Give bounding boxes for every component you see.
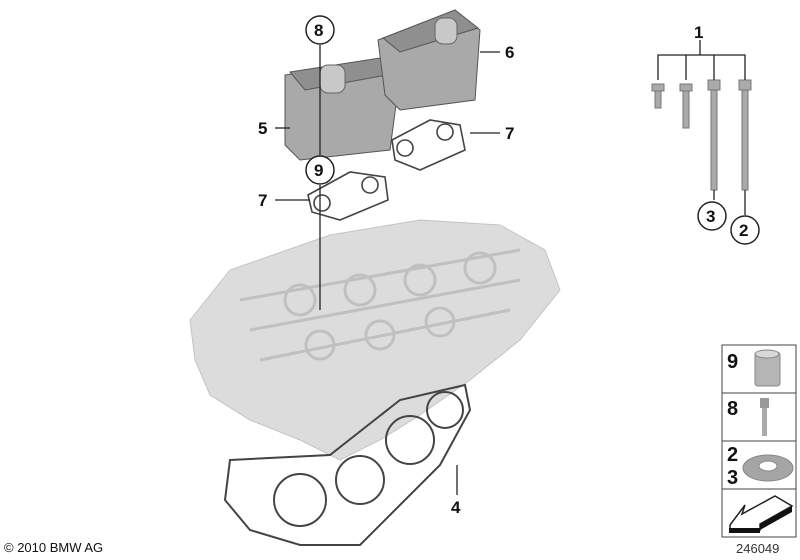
gasket-7 (307, 119, 466, 221)
callout-4: 4 (451, 498, 461, 517)
diagram-id: 246049 (736, 541, 780, 556)
callout-circle-9 (305, 155, 335, 185)
callout-circle-2 (730, 215, 760, 245)
callout-6: 6 (505, 43, 514, 62)
head-gasket (223, 383, 472, 546)
callout-2: 2 (739, 221, 748, 240)
callout-circle-8 (305, 15, 335, 45)
callout-5: 5 (258, 119, 267, 138)
callout-1: 1 (694, 23, 703, 42)
washer-icon (742, 454, 794, 482)
legend-label-8: 8 (727, 398, 738, 420)
callout-9: 9 (314, 161, 323, 180)
bolts-1 (651, 79, 752, 191)
callout-circle-3 (697, 201, 727, 231)
legend-label-2: 2 (727, 444, 738, 466)
legend-label-3: 3 (727, 467, 738, 489)
copyright-text: © 2010 BMW AG (4, 540, 104, 555)
callout-3: 3 (706, 207, 715, 226)
callout-7: 7 (505, 124, 514, 143)
oil-reservoir-6 (377, 9, 481, 111)
callout-7: 7 (258, 191, 267, 210)
sleeve-icon (754, 349, 781, 387)
oil-reservoir-5 (284, 57, 401, 161)
callout-8: 8 (314, 21, 323, 40)
legend-panel: 9 8 2 3 (721, 344, 797, 538)
arrow-icon (729, 495, 794, 533)
bolt-icon (760, 398, 769, 436)
leader-lines (275, 40, 746, 495)
cylinder-head (189, 219, 561, 461)
legend-label-9: 9 (727, 351, 738, 373)
